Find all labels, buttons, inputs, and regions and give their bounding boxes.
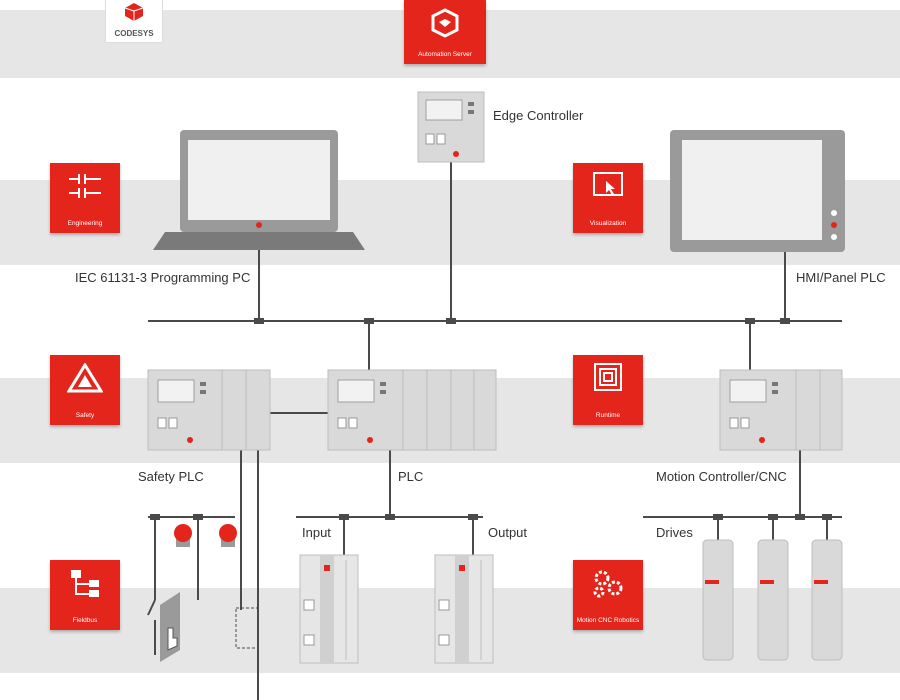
motion-tile[interactable]: Motion CNC Robotics (573, 560, 643, 630)
chip-icon (594, 363, 622, 391)
automation-server-tile[interactable]: Automation Server (404, 0, 486, 64)
motion-label: Motion CNC Robotics (576, 617, 640, 624)
engineering-label: Engineering (67, 220, 103, 227)
drives-devices (702, 539, 843, 661)
visualization-tile[interactable]: Visualization (573, 163, 643, 233)
safety-plc-label: Safety PLC (138, 469, 204, 484)
safety-label: Safety (75, 412, 95, 419)
fieldbus-tile[interactable]: Fieldbus (50, 560, 120, 630)
motion-controller-label: Motion Controller/CNC (656, 469, 787, 484)
plc-device (327, 369, 497, 451)
engineering-tile[interactable]: Engineering (50, 163, 120, 233)
light-curtain-icon (160, 592, 180, 662)
motion-controller-device (719, 369, 843, 451)
safety-tile[interactable]: Safety (50, 355, 120, 425)
hmi-label: HMI/Panel PLC (796, 270, 886, 285)
safety-plc-device (147, 369, 271, 451)
emergency-stop-buttons (174, 524, 237, 547)
server-label: Automation Server (418, 51, 472, 58)
ladder-logic-icon (69, 174, 101, 198)
warning-triangle-icon (67, 363, 103, 393)
output-label: Output (488, 525, 528, 540)
network-tree-icon (71, 570, 99, 597)
server-cube-icon (431, 8, 459, 38)
codesys-logo: CODESYS (105, 0, 163, 43)
fieldbus-label: Fieldbus (72, 617, 98, 624)
input-label: Input (302, 525, 331, 540)
edge-controller-label: Edge Controller (493, 108, 584, 123)
edge-controller-device (417, 91, 485, 163)
runtime-tile[interactable]: Runtime (573, 355, 643, 425)
programming-pc-device (153, 130, 365, 250)
visualization-label: Visualization (589, 220, 627, 227)
programming-pc-label: IEC 61131-3 Programming PC (75, 270, 251, 285)
plc-label: PLC (398, 469, 424, 484)
touch-screen-icon (593, 172, 623, 196)
runtime-label: Runtime (595, 412, 621, 419)
output-io-module (434, 554, 494, 664)
cube-icon (124, 3, 144, 21)
hmi-panel-device (670, 130, 845, 252)
gears-icon (593, 570, 623, 598)
drives-label: Drives (656, 525, 693, 540)
logo-text: CODESYS (114, 29, 154, 38)
input-io-module (299, 554, 359, 664)
